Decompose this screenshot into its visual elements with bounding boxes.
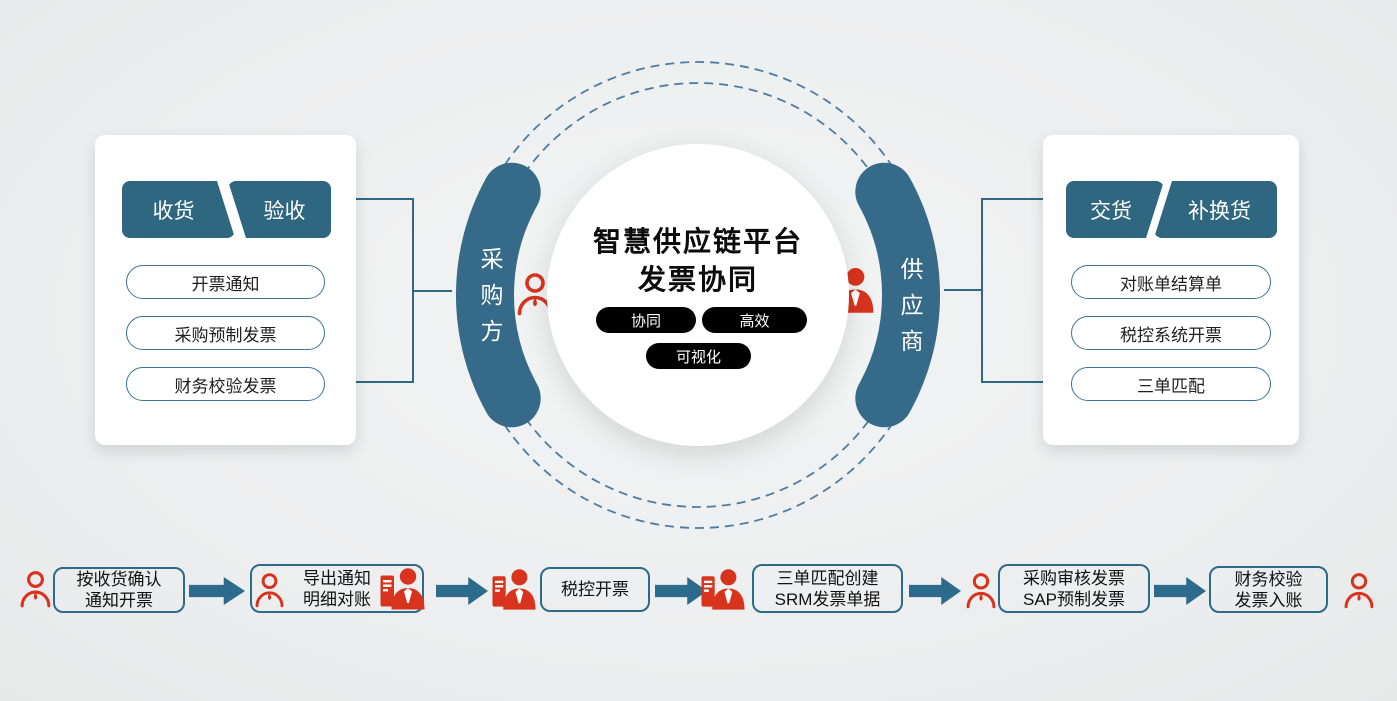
tab-delivery: 交货 xyxy=(1066,181,1164,238)
supplier-company-icon xyxy=(492,568,537,612)
flow-arrow-icon xyxy=(189,577,245,605)
tab-replacement: 补换货 xyxy=(1154,181,1277,238)
flow-arrow-icon xyxy=(909,577,961,605)
supplier-arc-label: 供应商 xyxy=(897,257,923,365)
supplier-connector-bracket xyxy=(944,198,1043,383)
flow-arrow-icon xyxy=(655,577,707,605)
buyer-card: 收货 验收 开票通知 采购预制发票 财务校验发票 xyxy=(95,135,356,445)
tab-label: 补换货 xyxy=(1188,199,1251,223)
buyer-person-icon xyxy=(255,572,284,608)
buyer-item-prepared-invoice: 采购预制发票 xyxy=(126,316,325,350)
buyer-item-invoice-notice: 开票通知 xyxy=(126,265,325,299)
platform-title-line2: 发票协同 xyxy=(637,264,758,295)
flow-step-box-2: 导出通知 明细对账 xyxy=(250,564,424,613)
supplier-company-icon xyxy=(701,568,746,612)
platform-title-line1: 智慧供应链平台 xyxy=(592,226,803,257)
supplier-card: 交货 补换货 对账单结算单 税控系统开票 三单匹配 xyxy=(1043,135,1299,445)
flow-step-box-1: 按收货确认 通知开票 xyxy=(53,567,185,613)
flow-step-box-4: 三单匹配创建 SRM发票单据 xyxy=(752,564,903,613)
flow-step-box-3: 税控开票 xyxy=(540,567,650,612)
center-platform-circle: 智慧供应链平台 发票协同 协同 高效 可视化 xyxy=(547,144,849,446)
tab-acceptance: 验收 xyxy=(228,181,331,238)
buyer-connector-bracket xyxy=(356,198,452,383)
supplier-item-tax-invoicing: 税控系统开票 xyxy=(1071,316,1271,350)
flow-step-box-5: 采购审核发票 SAP预制发票 xyxy=(998,564,1150,613)
buyer-person-icon xyxy=(966,572,996,609)
flow-arrow-icon xyxy=(1154,577,1206,605)
supplier-item-statement: 对账单结算单 xyxy=(1071,265,1271,299)
supplier-company-icon xyxy=(380,567,426,612)
tab-label: 验收 xyxy=(263,199,306,223)
badge-efficiency: 高效 xyxy=(702,307,807,333)
buyer-person-icon xyxy=(20,570,51,608)
flow-step-box-6: 财务校验 发票入账 xyxy=(1209,566,1328,613)
buyer-item-finance-verify: 财务校验发票 xyxy=(126,367,325,401)
badge-visualization: 可视化 xyxy=(646,343,751,369)
badge-collaboration: 协同 xyxy=(596,307,696,333)
buyer-arc-label: 采购方 xyxy=(477,247,503,355)
tab-label: 交货 xyxy=(1090,199,1132,223)
flow-arrow-icon xyxy=(436,577,488,605)
tab-label: 收货 xyxy=(152,199,195,223)
tab-receive-goods: 收货 xyxy=(122,181,235,238)
supplier-item-three-way-match: 三单匹配 xyxy=(1071,367,1271,401)
buyer-person-icon xyxy=(1344,572,1374,609)
